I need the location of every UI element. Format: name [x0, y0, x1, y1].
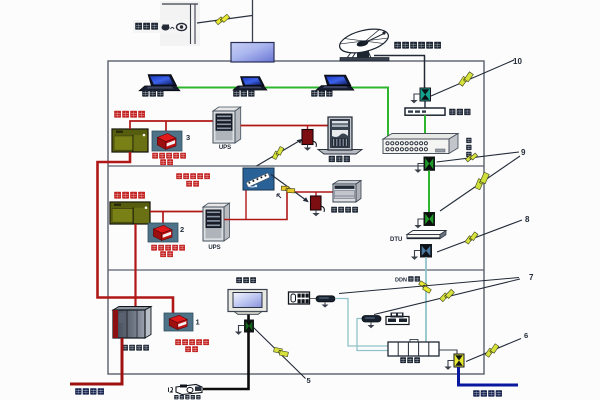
- svg-text:6: 6: [524, 331, 528, 340]
- svg-text:DTU: DTU: [390, 237, 402, 243]
- svg-text:UPS: UPS: [219, 145, 231, 151]
- svg-text:3: 3: [186, 133, 190, 142]
- svg-text:1: 1: [196, 318, 200, 327]
- svg-text:7: 7: [529, 273, 534, 282]
- svg-text:10: 10: [513, 57, 522, 66]
- svg-text:5: 5: [307, 376, 311, 385]
- svg-text:9: 9: [521, 148, 526, 157]
- svg-text:2: 2: [180, 225, 184, 234]
- svg-text:UPS: UPS: [208, 245, 220, 251]
- svg-text:8: 8: [525, 215, 530, 224]
- svg-text:DDN: DDN: [395, 278, 407, 284]
